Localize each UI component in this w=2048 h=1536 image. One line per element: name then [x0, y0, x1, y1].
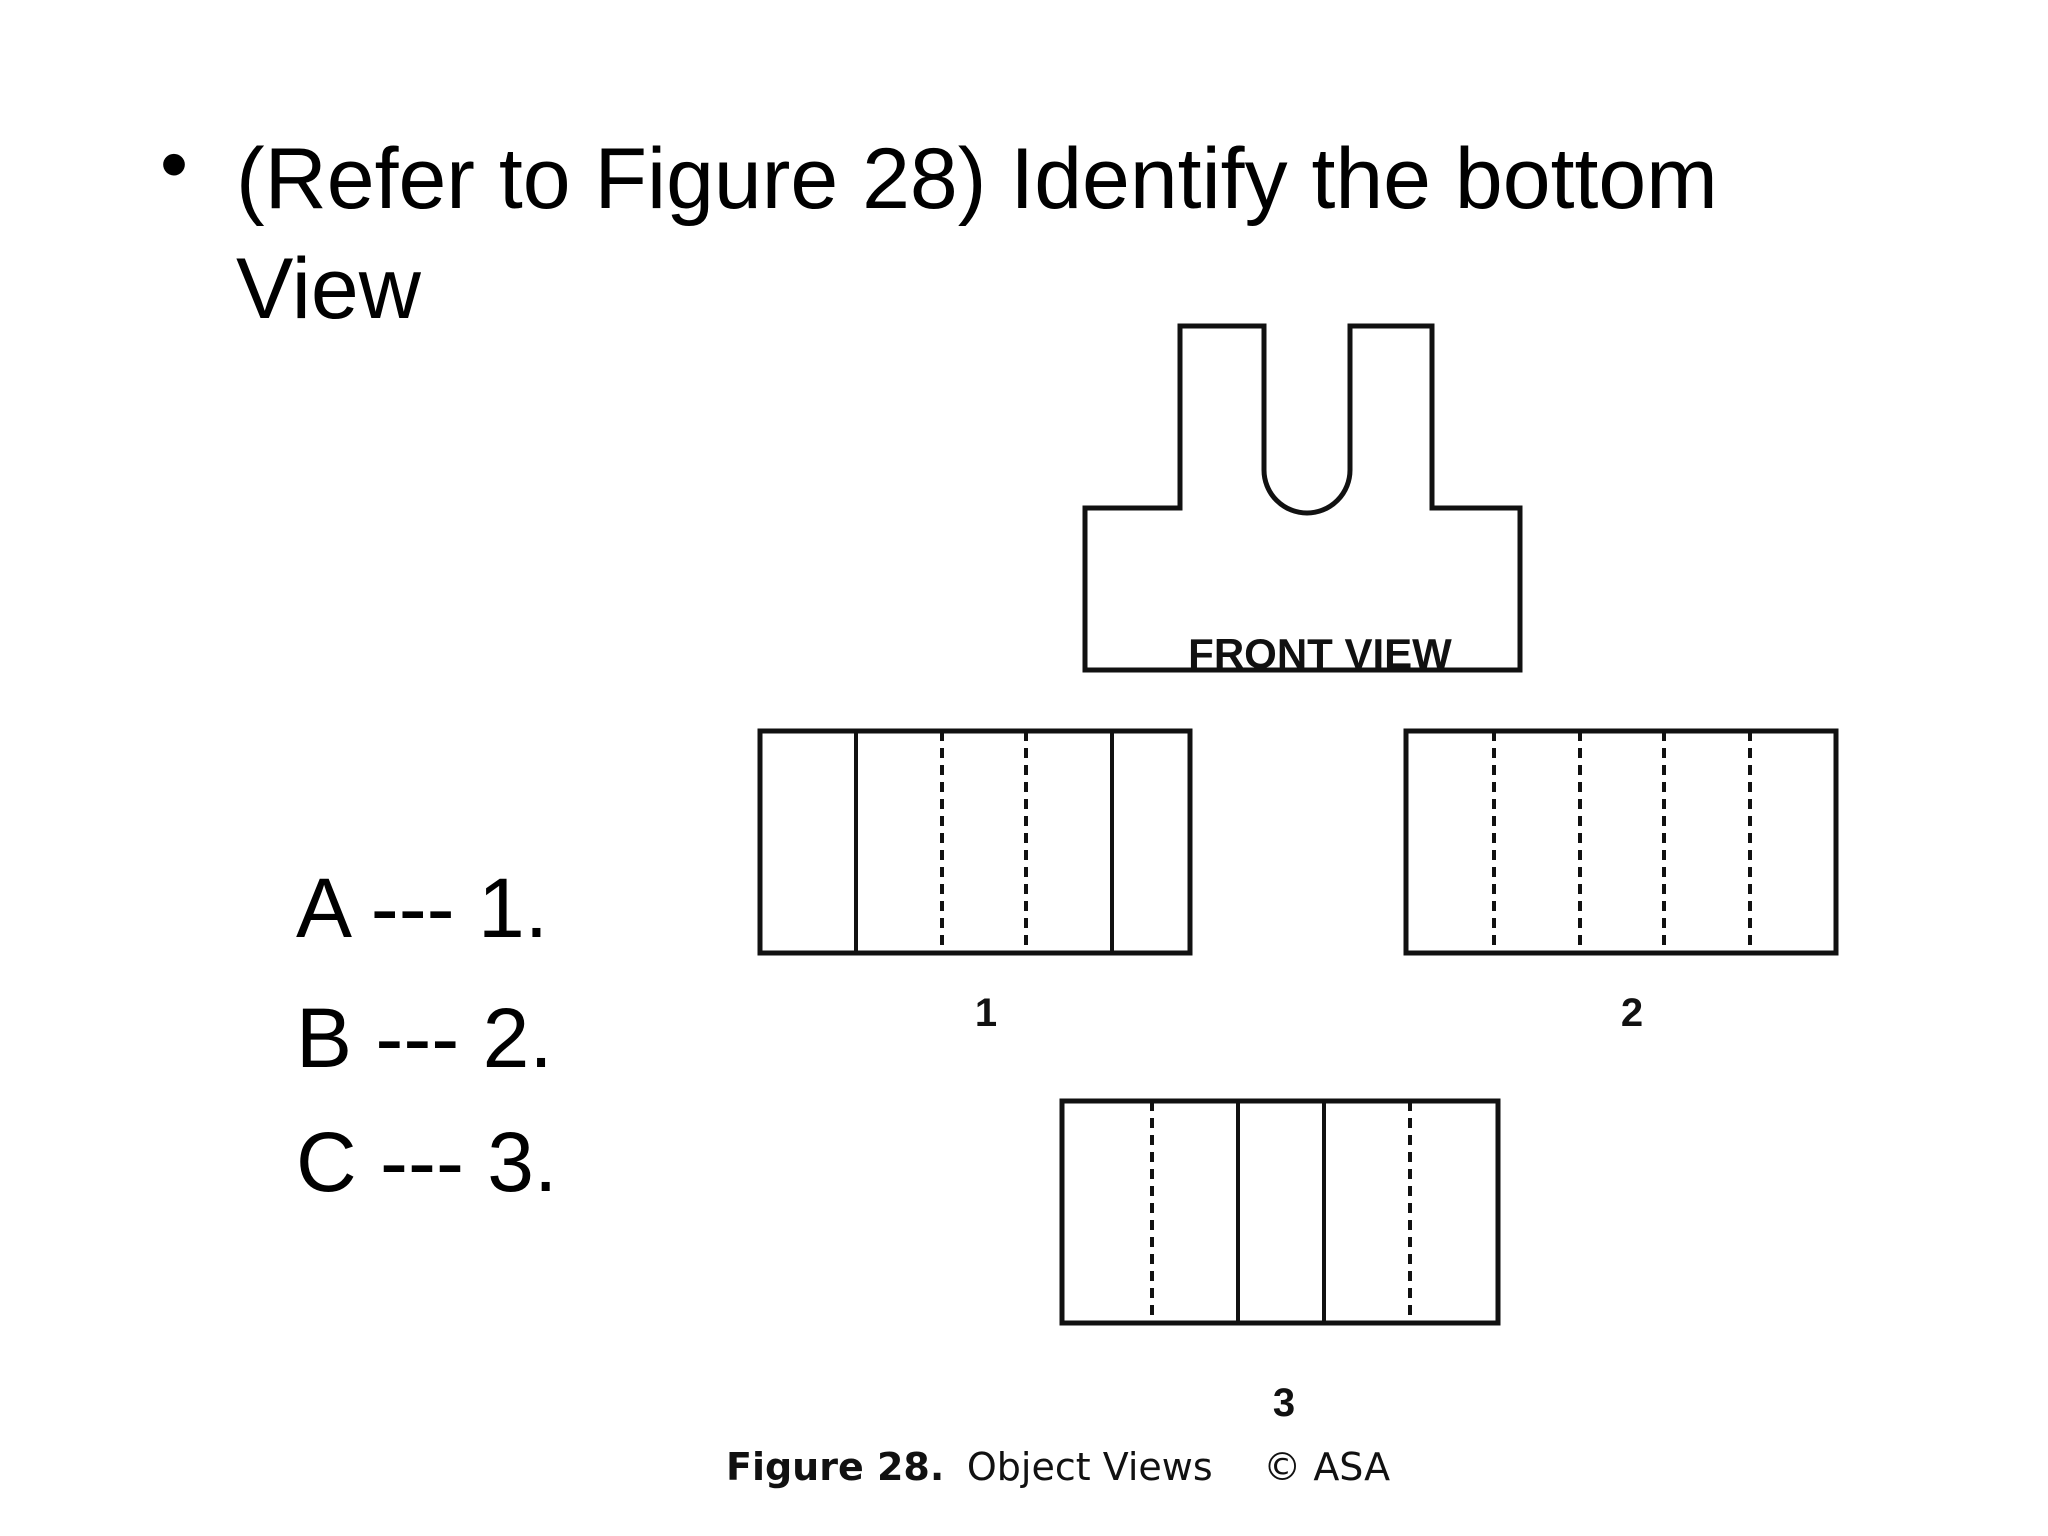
front-view-label: FRONT VIEW: [1188, 630, 1452, 677]
option-2-view: [1403, 728, 1839, 956]
option-3-label: 3: [1273, 1381, 1295, 1425]
caption-credit: © ASA: [1263, 1445, 1390, 1489]
option-2-label: 2: [1621, 991, 1643, 1035]
option-3-outline: [1059, 1098, 1501, 1326]
answer-option-c: C --- 3.: [296, 1115, 558, 1209]
option-1-label: 1: [975, 991, 997, 1035]
question-text: (Refer to Figure 28) Identify the bottom…: [236, 131, 1718, 337]
figure-caption: Figure 28. Object Views © ASA: [726, 1445, 1390, 1489]
caption-title: Object Views: [967, 1445, 1213, 1489]
front-view-outline: [1082, 323, 1523, 673]
bullet-marker: •: [160, 119, 189, 208]
option-1-outline: [757, 728, 1193, 956]
caption-figure-number: Figure 28.: [726, 1445, 944, 1489]
option-2-outline: [1403, 728, 1839, 956]
option-1-view: [757, 728, 1193, 956]
answer-option-b: B --- 2.: [296, 991, 553, 1085]
option-3-view: [1059, 1098, 1501, 1326]
answer-option-a: A --- 1.: [296, 861, 549, 955]
